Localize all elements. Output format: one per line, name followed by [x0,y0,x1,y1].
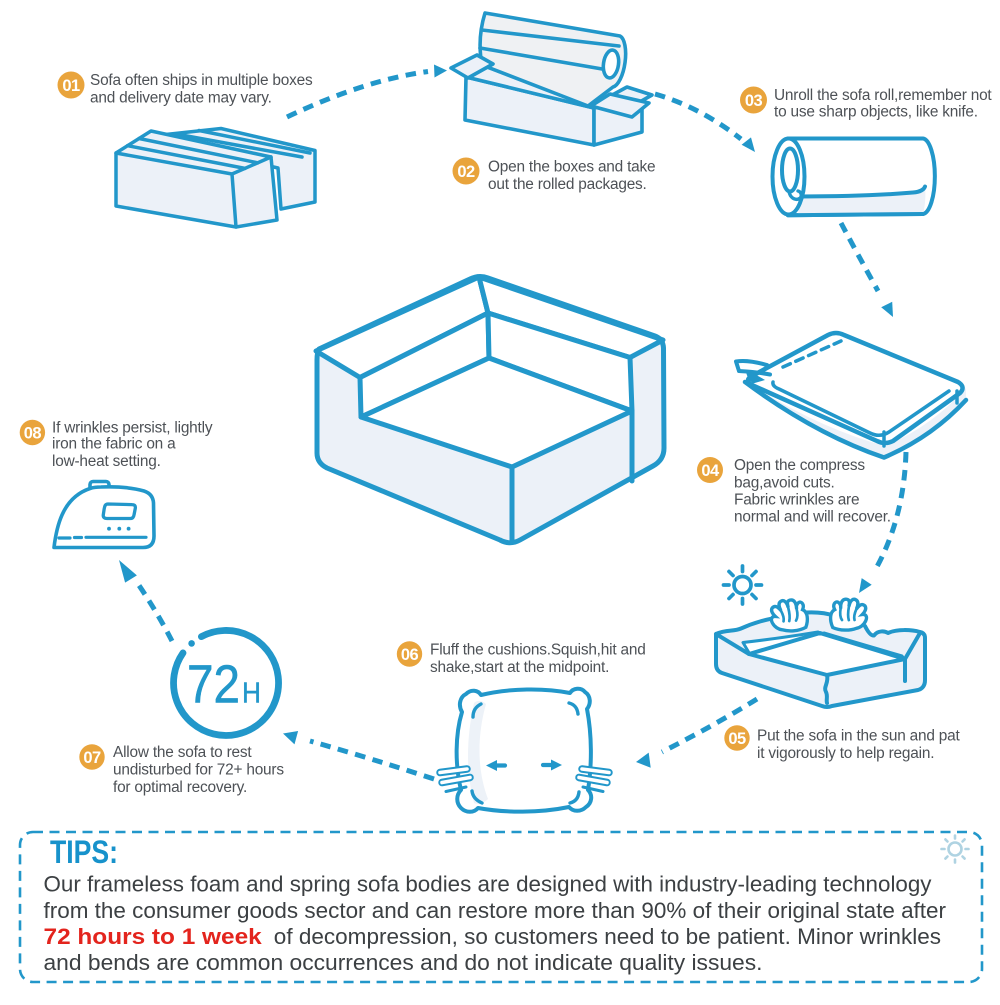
svg-text:for optimal recovery.: for optimal recovery. [113,779,247,796]
svg-text:Put the sofa in the sun and pa: Put the sofa in the sun and pat [757,728,961,745]
svg-text:Allow the sofa to rest: Allow the sofa to rest [113,744,252,761]
svg-text:72 hours to 1 week of decompre: 72 hours to 1 week of decompression, so … [44,924,942,949]
svg-text:Unroll the sofa roll,remember: Unroll the sofa roll,remember not [774,87,992,104]
svg-text:07: 07 [83,749,101,767]
svg-text:H: H [242,678,261,710]
svg-text:shake,start at the midpoint.: shake,start at the midpoint. [430,659,609,676]
svg-text:undisturbed for 72+ hours: undisturbed for 72+ hours [113,762,284,779]
svg-text:02: 02 [457,163,475,181]
svg-text:Sofa often ships in multiple b: Sofa often ships in multiple boxes [90,72,313,89]
svg-text:05: 05 [728,730,746,748]
svg-text:06: 06 [401,646,419,664]
svg-text:out the rolled packages.: out the rolled packages. [488,176,647,193]
svg-text:Open the compress: Open the compress [734,457,865,474]
svg-text:to use sharp objects, like kni: to use sharp objects, like knife. [774,104,978,121]
svg-text:03: 03 [745,92,763,110]
svg-text:Fluff the cushions.Squish,hit: Fluff the cushions.Squish,hit and [430,642,646,659]
svg-text:bag,avoid cuts.: bag,avoid cuts. [734,474,835,491]
svg-text:08: 08 [24,425,42,443]
svg-text:If wrinkles persist, lightly: If wrinkles persist, lightly [52,420,213,437]
svg-text:Our frameless foam and spring: Our frameless foam and spring sofa bodie… [44,872,932,897]
svg-text:low-heat setting.: low-heat setting. [52,453,161,470]
svg-text:normal and will recover.: normal and will recover. [734,509,891,526]
svg-text:TIPS:: TIPS: [50,834,118,870]
svg-text:04: 04 [701,462,720,480]
svg-text:72: 72 [187,655,240,715]
svg-text:Fabric wrinkles are: Fabric wrinkles are [734,492,859,509]
svg-text:01: 01 [62,77,80,95]
svg-text:Open the boxes and take: Open the boxes and take [488,159,655,176]
svg-text:it vigorously to help regain.: it vigorously to help regain. [757,745,934,762]
svg-text:and bends are common occurrenc: and bends are common occurrences and do … [44,950,763,975]
svg-text:from the consumer goods sector: from the consumer goods sector and can r… [44,898,947,923]
svg-text:and delivery date may vary.: and delivery date may vary. [90,90,272,107]
svg-text:iron the fabric on a: iron the fabric on a [52,436,176,453]
